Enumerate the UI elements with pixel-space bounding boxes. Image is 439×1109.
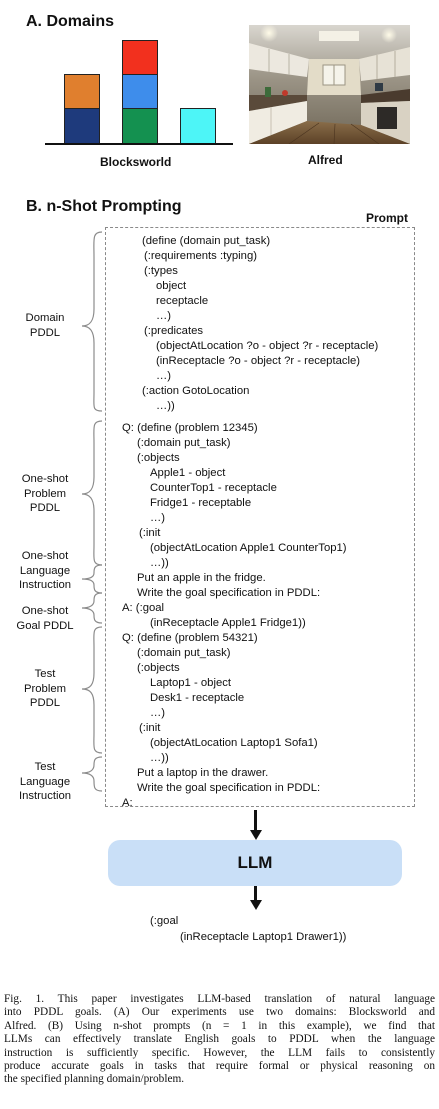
block-orange — [64, 74, 100, 109]
test-line: …) — [150, 707, 166, 719]
oneshot-line: (:init — [139, 527, 161, 539]
domain-pddl-line: object — [156, 280, 187, 292]
test-line: (:init — [139, 722, 161, 734]
test-line: Write the goal specification in PDDL: — [137, 782, 321, 794]
oneshot-line: …) — [150, 512, 166, 524]
domain-pddl-line: (:action GotoLocation — [142, 385, 250, 397]
domain-pddl-line: …) — [156, 370, 172, 382]
label-test-problem-pddl: Test Problem PDDL — [23, 668, 67, 709]
arrow-down-icon — [249, 900, 262, 910]
braces — [81, 231, 103, 792]
domain-pddl-line: …) — [156, 310, 172, 322]
domain-pddl-line: (:requirements :typing) — [144, 250, 258, 262]
oneshot-line: Apple1 - object — [150, 467, 226, 479]
label-test-language-instruction: Test Language Instruction — [18, 761, 72, 802]
label-oneshot-problem-pddl: One-shot Problem PDDL — [21, 473, 69, 514]
domain-pddl-line: …)) — [156, 400, 175, 412]
domain-pddl-line: (:types — [144, 265, 178, 277]
caption-line: instruction is sufficiently specific. Ho… — [4, 1046, 435, 1059]
section-b-heading: B. n-Shot Prompting — [26, 198, 182, 215]
block-blue — [122, 74, 158, 109]
brace-oneshot-goal — [81, 592, 103, 624]
domain-pddl-line: (define (domain put_task) — [142, 235, 271, 247]
test-line: (objectAtLocation Laptop1 Sofa1) — [150, 737, 318, 749]
alfred-kitchen-image — [249, 25, 410, 144]
table-line — [45, 143, 233, 145]
llm-box: LLM — [108, 840, 402, 886]
blocksworld-label: Blocksworld — [100, 155, 172, 169]
oneshot-line: Q: (define (problem 12345) — [122, 422, 258, 434]
arrow-to-output-shaft — [254, 886, 257, 902]
oneshot-line: (:domain put_task) — [137, 437, 231, 449]
caption-line: Alfred. (B) Using n-shot prompts (n = 1 … — [4, 1019, 435, 1032]
output-goal-line: (:goal — [150, 915, 179, 927]
test-line: …)) — [150, 752, 169, 764]
test-line: Laptop1 - object — [150, 677, 232, 689]
domain-pddl-line: (inReceptacle ?o - object ?r - receptacl… — [156, 355, 361, 367]
oneshot-line: Write the goal specification in PDDL: — [137, 587, 321, 599]
domain-pddl-line: receptacle — [156, 295, 209, 307]
test-line: (:objects — [137, 662, 180, 674]
caption-line: Fig. 1. This paper investigates LLM-base… — [4, 993, 435, 1005]
oneshot-line: CounterTop1 - receptacle — [150, 482, 277, 494]
block-navy — [64, 108, 100, 144]
test-line: A: — [122, 797, 133, 809]
oneshot-line: Fridge1 - receptable — [150, 497, 252, 509]
label-oneshot-goal-pddl: One-shot Goal PDDL — [16, 605, 74, 632]
prompt-box — [105, 227, 415, 807]
label-domain-pddl: Domain PDDL — [25, 312, 65, 339]
test-line: Q: (define (problem 54321) — [122, 632, 258, 644]
oneshot-line: A: (:goal — [122, 602, 165, 614]
arrow-to-llm-shaft — [254, 810, 257, 832]
test-line: Put a laptop in the drawer. — [137, 767, 269, 779]
oneshot-line: (objectAtLocation Apple1 CounterTop1) — [150, 542, 347, 554]
caption-line: into PDDL goals. (A) Our experiments use… — [4, 1006, 435, 1019]
caption-line: the specified planning domain/problem. — [4, 1073, 185, 1086]
prompt-label: Prompt — [366, 211, 408, 225]
label-oneshot-language-instruction: One-shot Language Instruction — [18, 550, 72, 591]
brace-oneshot-language — [81, 564, 103, 594]
test-line: Desk1 - receptacle — [150, 692, 245, 704]
domain-pddl-line: (objectAtLocation ?o - object ?r - recep… — [156, 340, 379, 352]
brace-test-problem — [81, 626, 103, 754]
block-green — [122, 108, 158, 144]
block-red — [122, 40, 158, 75]
caption-line: produce accurate goals in tasks that req… — [4, 1060, 435, 1073]
caption-line: LLMs can effectively translate English g… — [4, 1033, 435, 1046]
test-line: (:domain put_task) — [137, 647, 231, 659]
alfred-label: Alfred — [308, 153, 343, 167]
oneshot-line: …)) — [150, 557, 169, 569]
brace-domain — [81, 231, 103, 412]
oneshot-line: (:objects — [137, 452, 180, 464]
block-cyan — [180, 108, 216, 144]
output-goal-line: (inReceptacle Laptop1 Drawer1)) — [180, 931, 347, 943]
oneshot-line: Put an apple in the fridge. — [137, 572, 266, 584]
brace-oneshot-problem — [81, 420, 103, 566]
arrow-down-icon — [249, 830, 262, 840]
figure-caption: Fig. 1. This paper investigates LLM-base… — [4, 993, 435, 1087]
section-a-heading: A. Domains — [26, 13, 115, 30]
brace-test-language — [81, 756, 103, 792]
domain-pddl-line: (:predicates — [144, 325, 204, 337]
llm-label: LLM — [237, 853, 273, 872]
oneshot-line: (inReceptacle Apple1 Fridge1)) — [150, 617, 306, 629]
